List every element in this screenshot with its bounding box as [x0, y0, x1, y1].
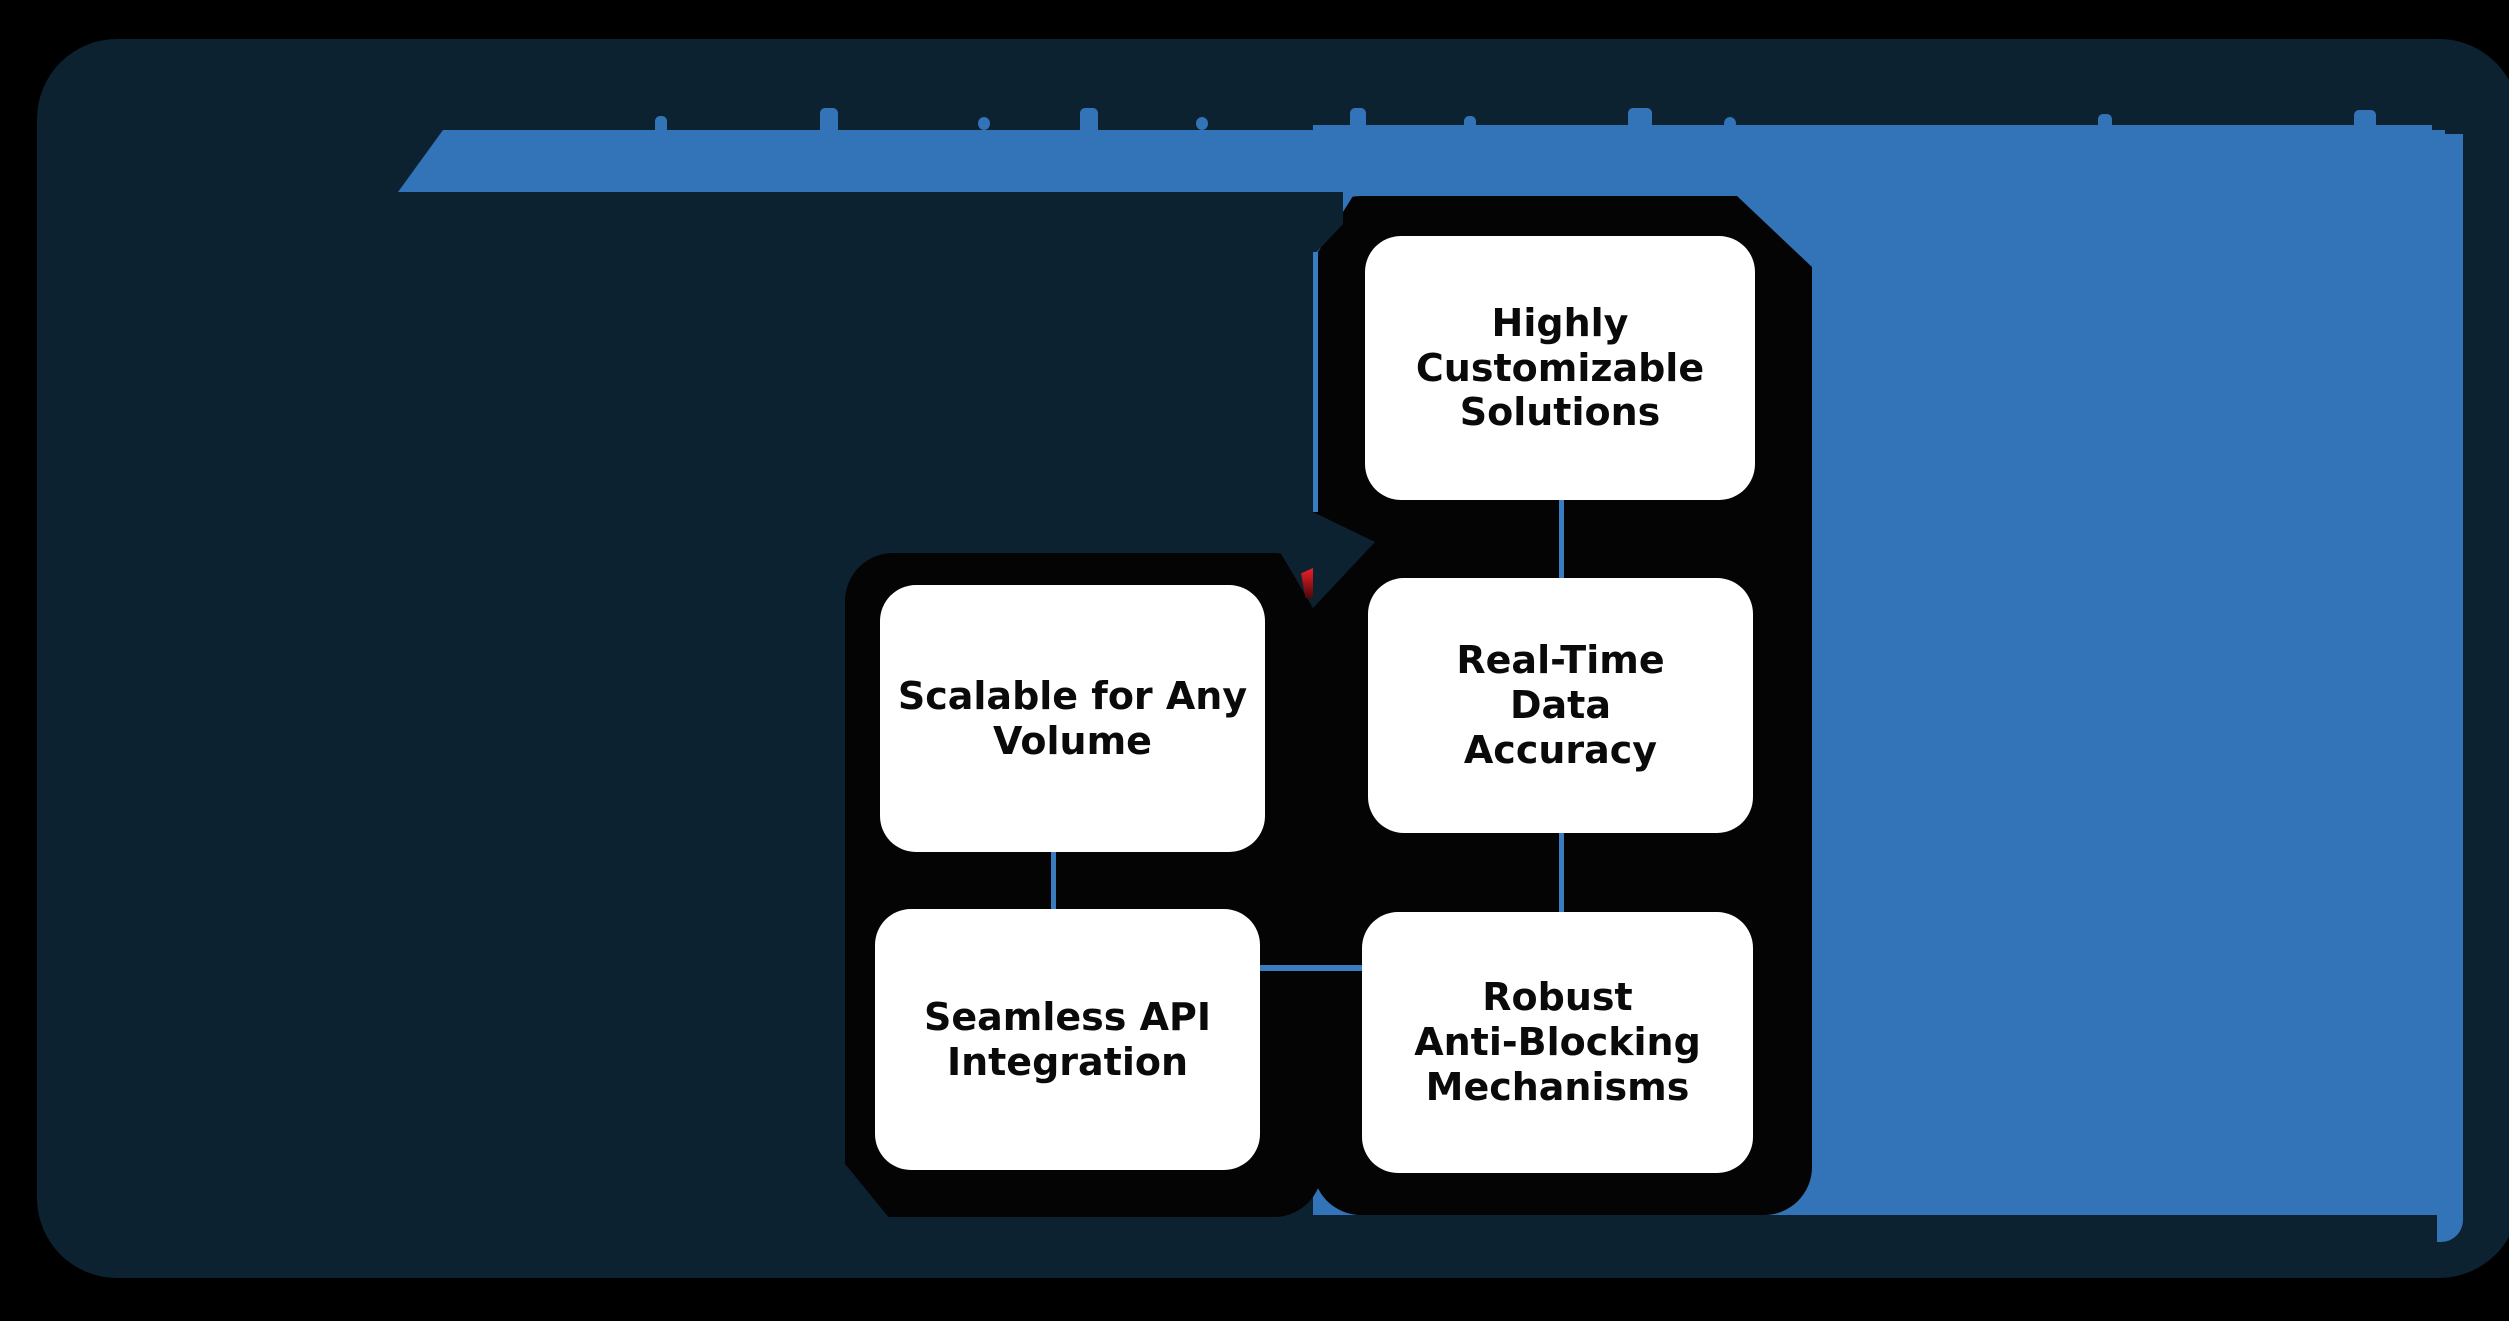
title-ascender-bump — [1464, 116, 1476, 132]
feature-box-label: Highly Customizable Solutions — [1415, 300, 1705, 435]
blue-edge-line — [1313, 252, 1318, 512]
feature-box-label: Seamless API Integration — [923, 994, 1212, 1084]
connector-seamless-to-robust — [1257, 965, 1363, 971]
feature-box-label: Robust Anti-Blocking Mechanisms — [1414, 975, 1701, 1109]
title-ascender-bump — [2354, 110, 2376, 132]
title-dot-bump — [1196, 117, 1208, 130]
title-dot-bump — [978, 117, 990, 130]
connector-scalable-to-seamless — [1051, 850, 1056, 914]
connector-realtime-to-robust — [1559, 831, 1564, 914]
feature-box-label: Scalable for Any Volume — [897, 673, 1248, 763]
connector-highly-to-realtime — [1559, 498, 1564, 580]
title-ascender-bump — [1080, 108, 1098, 132]
title-ascender-bump — [1350, 108, 1366, 132]
blue-panel-top-step — [2432, 125, 2463, 134]
feature-box-scalable-for-any-volume: Scalable for Any Volume — [880, 585, 1265, 852]
feature-box-real-time-data-accuracy: Real-Time Data Accuracy — [1368, 578, 1753, 833]
title-dot-bump — [1724, 117, 1736, 130]
feature-box-label: Real-Time Data Accuracy — [1456, 638, 1665, 772]
feature-box-robust-anti-blocking-mechanisms: Robust Anti-Blocking Mechanisms — [1362, 912, 1753, 1173]
feature-box-highly-customizable-solutions: Highly Customizable Solutions — [1365, 236, 1755, 500]
title-ascender-bump — [655, 116, 667, 132]
title-text-blob — [398, 130, 2445, 192]
feature-box-seamless-api-integration: Seamless API Integration — [875, 909, 1260, 1170]
title-ascender-bump — [2098, 114, 2112, 132]
title-ascender-bump — [820, 108, 838, 132]
title-ascender-bump — [1628, 108, 1652, 132]
